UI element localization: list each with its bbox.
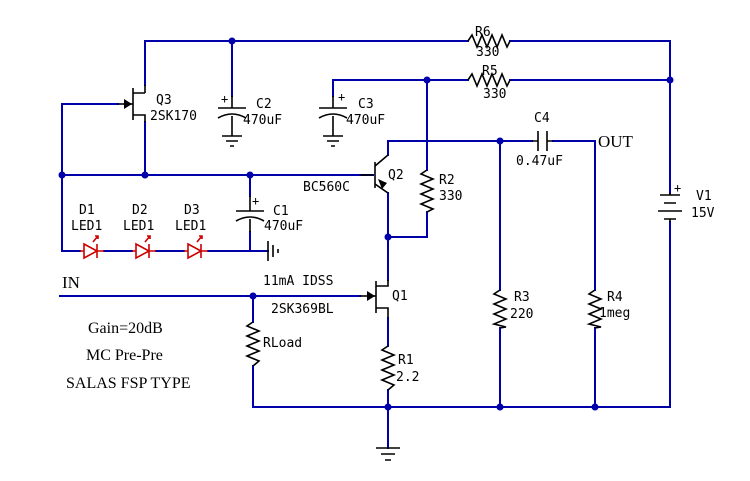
- r1-value: 2.2: [396, 370, 419, 385]
- c1-plus: +: [252, 194, 259, 208]
- q1-note: 11mA IDSS: [263, 274, 333, 289]
- jfet-q3: Q3 2SK170: [118, 85, 197, 124]
- resistor-r1: R1 2.2: [379, 345, 419, 391]
- bjt-q2: Q2 BC560C: [303, 154, 404, 195]
- r6-ref: R6: [475, 25, 491, 40]
- capacitor-c1: + C1 470uF: [235, 194, 303, 261]
- c4-value: 0.47uF: [516, 154, 563, 169]
- led-d3: D3 LED1: [175, 203, 208, 260]
- resistor-r6: R6 330: [467, 25, 511, 60]
- d3-value: LED1: [175, 219, 206, 234]
- r4-value: 1meg: [599, 306, 630, 321]
- q1-ref: Q1: [392, 289, 408, 304]
- c1-value: 470uF: [264, 219, 303, 234]
- d1-ref: D1: [79, 203, 95, 218]
- capacitor-c4: C4 0.47uF: [516, 111, 563, 169]
- r5-ref: R5: [482, 64, 498, 79]
- note-topology: SALAS FSP TYPE: [66, 375, 191, 392]
- c4-ref: C4: [534, 111, 550, 126]
- resistor-r5: R5 330: [467, 64, 511, 102]
- capacitor-c2: + C2 470uF: [217, 92, 282, 147]
- capacitor-c3: + C3 470uF: [318, 90, 385, 147]
- v1-ref: V1: [696, 189, 712, 204]
- note-gain: Gain=20dB: [88, 320, 163, 337]
- in-label: IN: [62, 273, 80, 292]
- battery-v1: + V1 15V: [658, 181, 715, 222]
- note-type: MC Pre-Pre: [86, 347, 163, 364]
- c3-value: 470uF: [346, 113, 385, 128]
- led-d2: D2 LED1: [123, 203, 156, 260]
- c3-ref: C3: [358, 97, 374, 112]
- r1-ref: R1: [398, 353, 414, 368]
- r2-ref: R2: [439, 173, 455, 188]
- v1-value: 15V: [691, 206, 715, 221]
- c2-plus: +: [221, 92, 228, 106]
- out-label: OUT: [598, 132, 634, 151]
- q2-value: BC560C: [303, 180, 350, 195]
- r3-value: 220: [510, 307, 533, 322]
- junctions: [58, 37, 674, 411]
- d2-ref: D2: [132, 203, 148, 218]
- d1-value: LED1: [71, 219, 102, 234]
- annotation: Gain=20dB MC Pre-Pre SALAS FSP TYPE: [66, 320, 191, 392]
- jfet-q1: 11mA IDSS Q1 2SK369BL: [263, 274, 408, 318]
- resistor-r3: R3 220: [491, 289, 533, 329]
- r2-value: 330: [439, 189, 462, 204]
- resistor-rload: RLoad: [244, 321, 302, 367]
- ground-symbol: [376, 447, 400, 461]
- c1-ref: C1: [273, 204, 289, 219]
- q1-value: 2SK369BL: [271, 302, 334, 317]
- resistor-r4: R4 1meg: [586, 289, 630, 329]
- q2-ref: Q2: [388, 168, 404, 183]
- r3-ref: R3: [514, 290, 530, 305]
- c3-plus: +: [338, 90, 345, 104]
- q3-ref: Q3: [156, 93, 172, 108]
- led-d1: D1 LED1: [71, 203, 104, 260]
- v1-plus: +: [674, 181, 681, 195]
- r6-value: 330: [476, 45, 499, 60]
- d2-value: LED1: [123, 219, 154, 234]
- rload-ref: RLoad: [263, 336, 302, 351]
- r4-ref: R4: [607, 290, 623, 305]
- r5-value: 330: [483, 87, 506, 102]
- c2-value: 470uF: [243, 113, 282, 128]
- resistor-r2: R2 330: [418, 169, 462, 213]
- c2-ref: C2: [256, 97, 272, 112]
- d3-ref: D3: [184, 203, 200, 218]
- q3-value: 2SK170: [150, 109, 197, 124]
